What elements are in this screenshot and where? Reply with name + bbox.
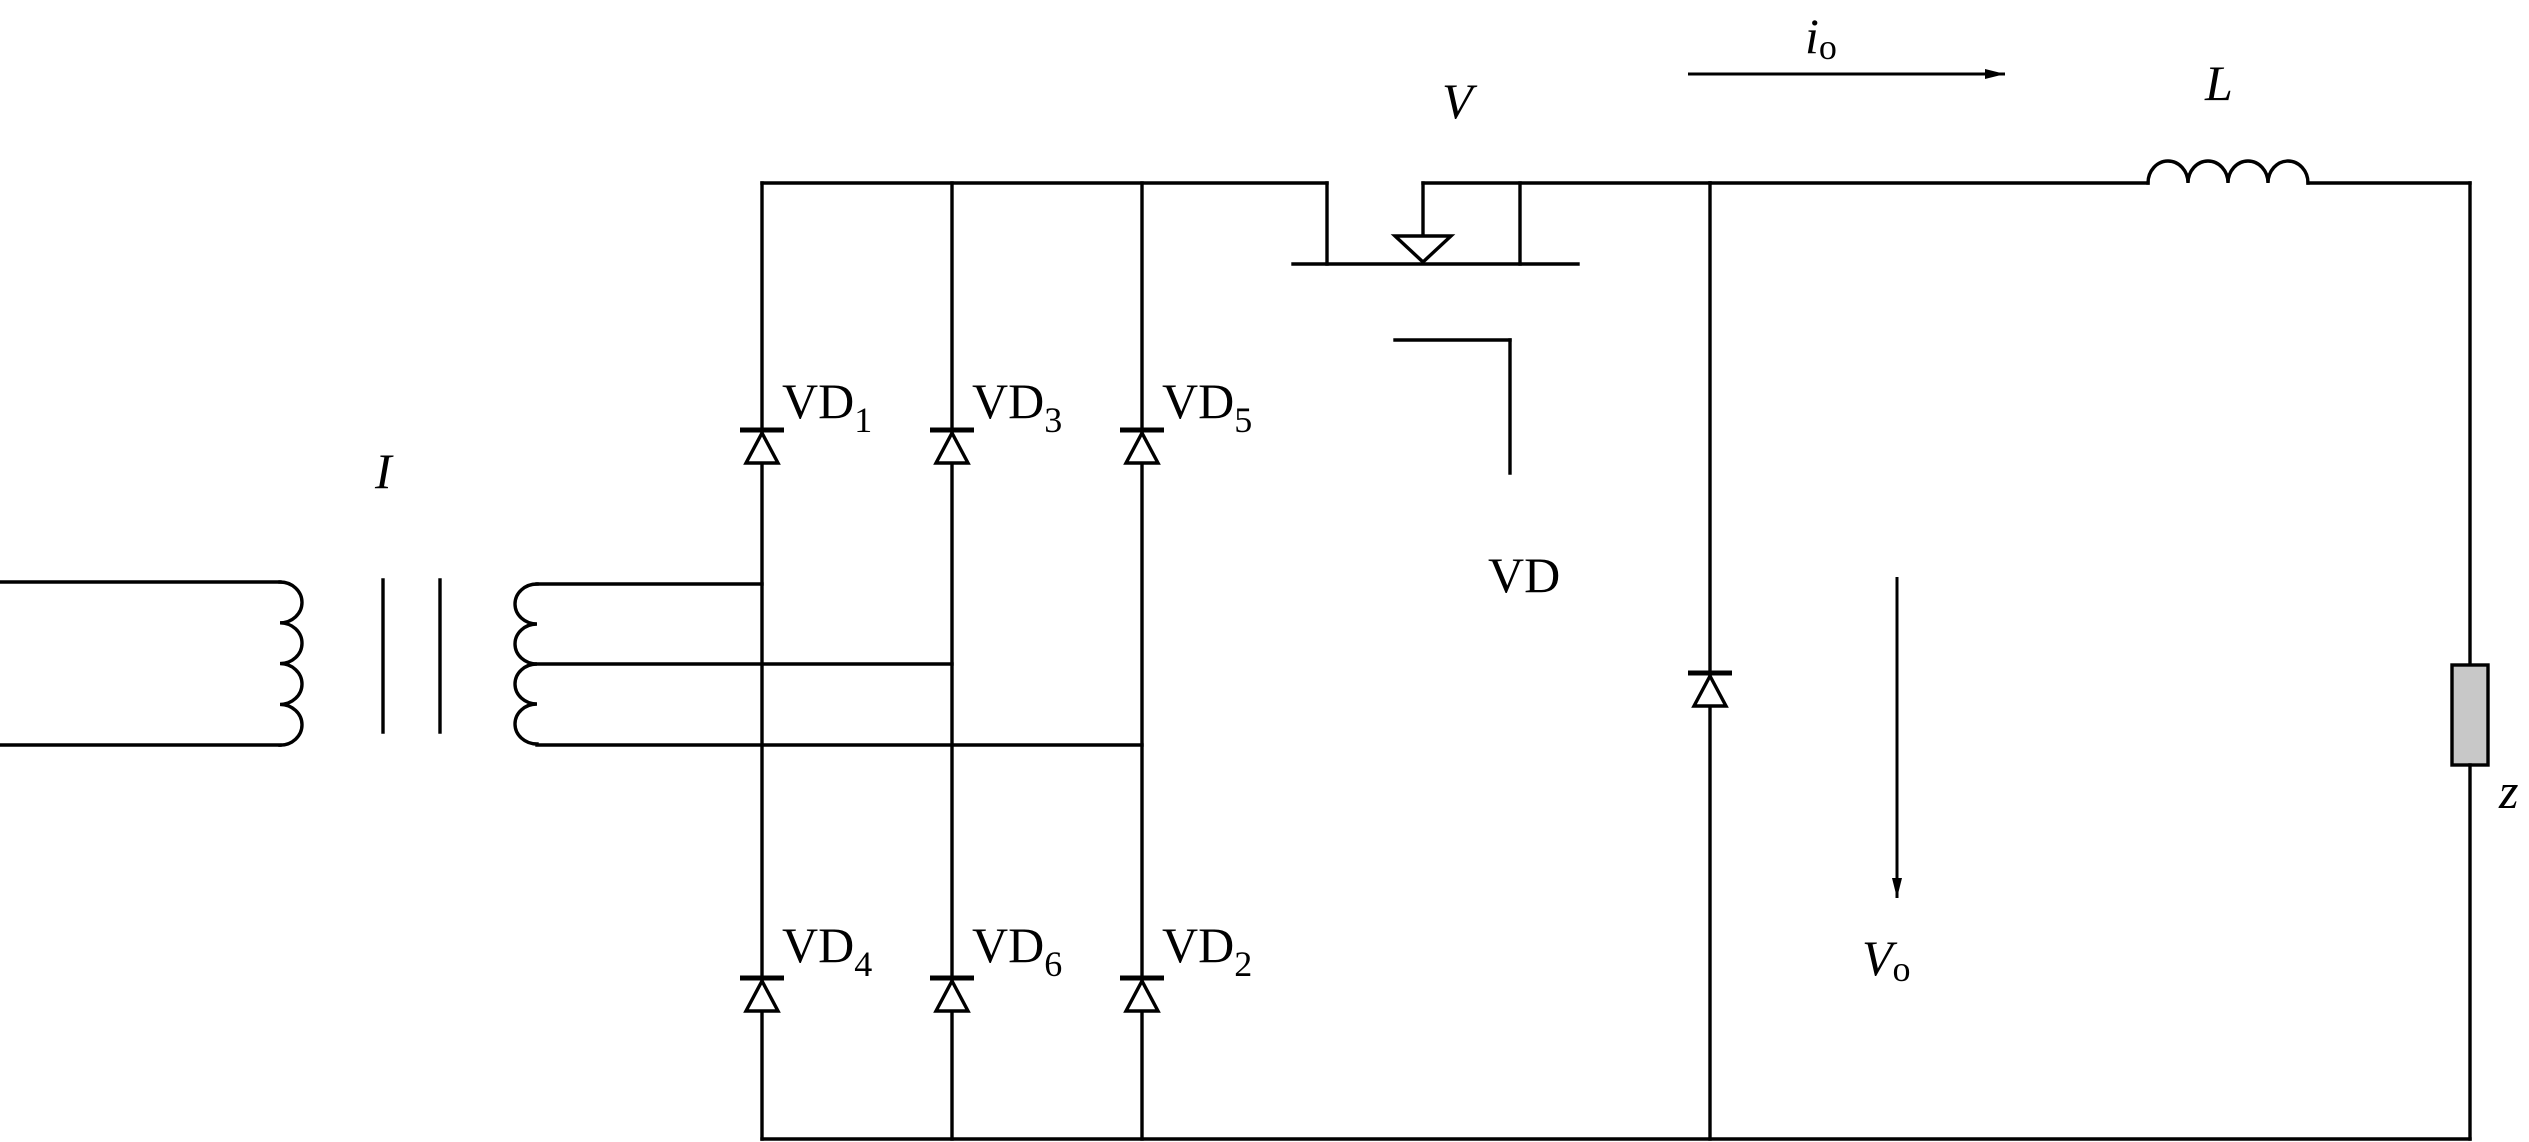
switch-v (1291, 181, 1712, 475)
label-vd1: VD1 (782, 373, 872, 440)
label-vd5: VD5 (1162, 373, 1252, 440)
label-inductor: L (2204, 55, 2233, 111)
label-load: z (2498, 763, 2518, 819)
label-vd4: VD4 (782, 917, 872, 984)
label-vd: VD (1488, 547, 1560, 603)
inductor-l (1708, 159, 2472, 185)
diode-vd1 (740, 427, 784, 465)
label-vd6: VD6 (972, 917, 1062, 984)
transformer-primary (0, 580, 304, 747)
diode-vd4 (740, 975, 784, 1013)
resistor-body (2450, 663, 2490, 767)
transformer-secondary (513, 582, 1144, 747)
diode-vd2 (1120, 975, 1164, 1013)
label-current: io (1805, 8, 1837, 67)
diode-vd3 (930, 427, 974, 465)
bridge-wires (760, 181, 2472, 1141)
label-voltage: Vo (1862, 930, 1911, 989)
transformer-core (381, 578, 442, 734)
label-vd3: VD3 (972, 373, 1062, 440)
diode-vd-freewheel (1688, 670, 1732, 708)
label-transformer: I (374, 443, 394, 499)
load-z (2450, 181, 2490, 1141)
diode-vd6 (930, 975, 974, 1013)
diode-vd5 (1120, 427, 1164, 465)
label-switch: V (1442, 73, 1478, 129)
label-vd2: VD2 (1162, 917, 1252, 984)
